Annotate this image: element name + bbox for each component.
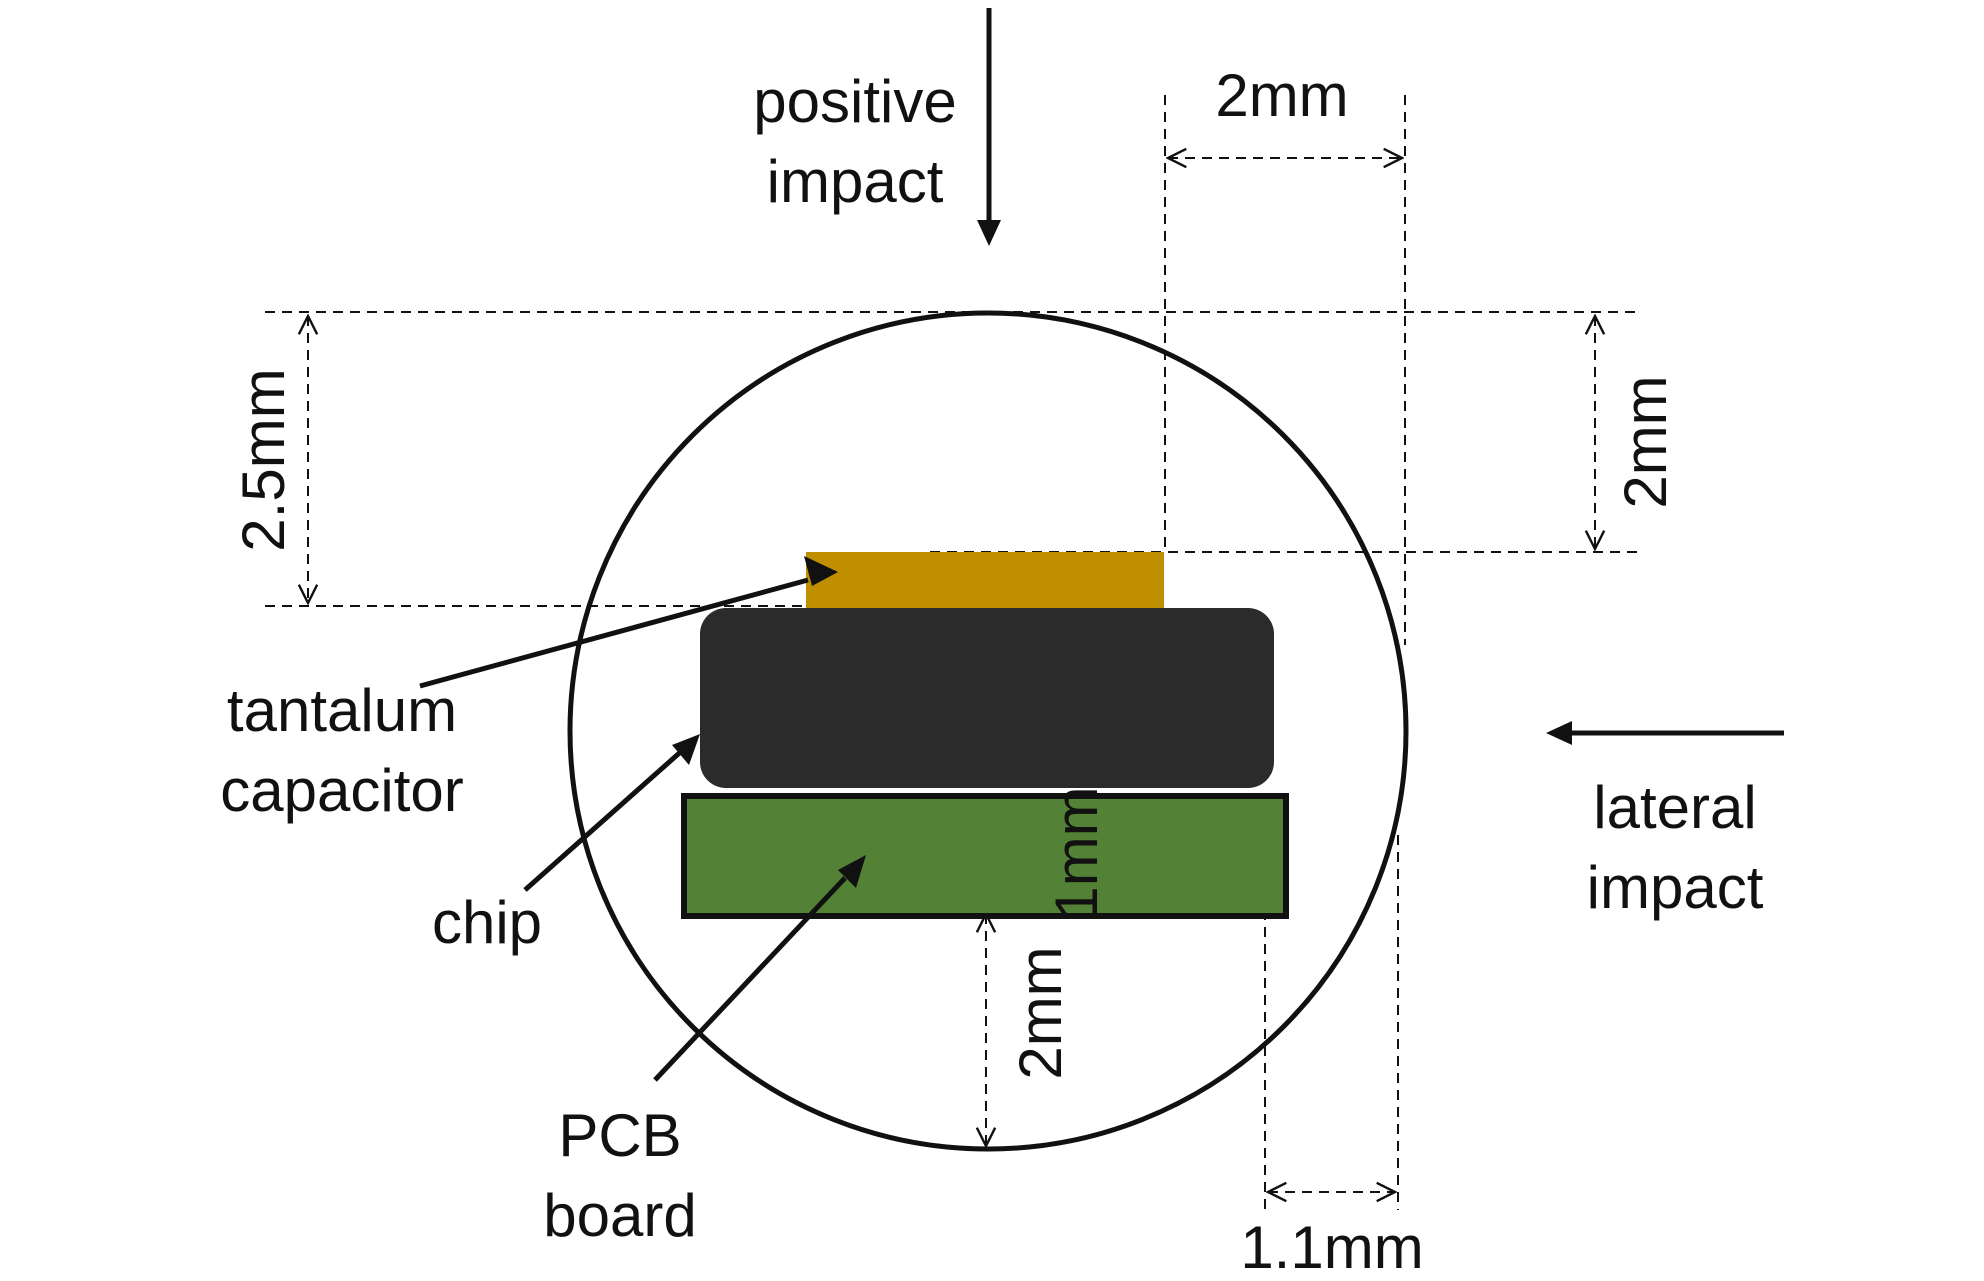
- pcb-thickness-label: 1mm: [1043, 786, 1110, 919]
- left-height-label: 2.5mm: [230, 368, 297, 551]
- leader-arrows: [419, 577, 847, 1082]
- impact-arrows: [977, 8, 1784, 745]
- leader-arrowheads: [672, 556, 866, 888]
- capacitor-label-line2: capacitor: [220, 757, 463, 824]
- chip-leader-arrowhead: [672, 734, 700, 765]
- pcb-leader-line: [653, 876, 847, 1082]
- top-width-label: 2mm: [1215, 62, 1348, 129]
- bottom-gap-label: 2mm: [1007, 946, 1074, 1079]
- positive-impact-label-line2: impact: [767, 148, 944, 215]
- capacitor-label-line1: tantalum: [227, 677, 457, 744]
- capacitor-leader-arrowhead: [804, 556, 838, 586]
- chip-leader-line: [523, 746, 687, 892]
- right-height-label: 2mm: [1612, 375, 1679, 508]
- pcb-label-line1: PCB: [558, 1102, 681, 1169]
- lateral-impact-arrowhead: [1546, 721, 1572, 745]
- positive-impact-arrowhead: [977, 220, 1001, 246]
- lateral-impact-label-line2: impact: [1587, 854, 1764, 921]
- tantalum-capacitor: [806, 552, 1164, 608]
- pcb-label-line2: board: [543, 1182, 696, 1249]
- lateral-impact-label-line1: lateral: [1593, 774, 1756, 841]
- pcb-leader-arrowhead: [838, 855, 866, 888]
- extension-lines: [265, 95, 1640, 1210]
- chip-body: [700, 608, 1274, 788]
- pcb-board: [681, 793, 1289, 919]
- boundary-circle: [567, 310, 1409, 1152]
- positive-impact-label-line1: positive: [753, 68, 956, 135]
- capacitor-leader-line: [419, 577, 809, 689]
- chip-label: chip: [432, 889, 542, 956]
- right-gap-label: 1.1mm: [1240, 1214, 1423, 1276]
